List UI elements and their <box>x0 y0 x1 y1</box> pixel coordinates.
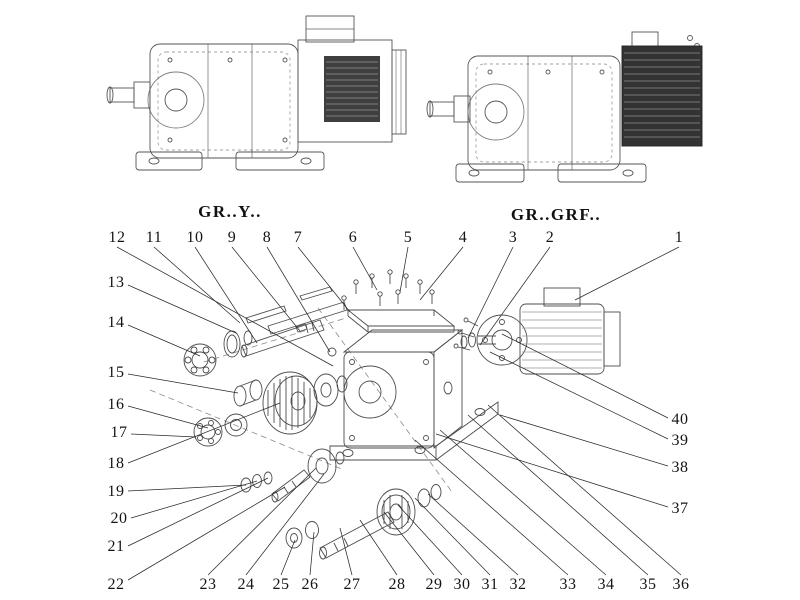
base-plate <box>329 401 499 461</box>
callout-40: 40 <box>671 411 689 428</box>
callout-31: 31 <box>481 576 499 593</box>
callout-16: 16 <box>107 396 125 413</box>
callout-25: 25 <box>272 576 290 593</box>
callout-13: 13 <box>107 274 125 291</box>
callout-9: 9 <box>227 229 237 246</box>
callout-22: 22 <box>107 576 125 593</box>
callout-18: 18 <box>107 455 125 472</box>
gear-housing <box>342 329 464 449</box>
large-gear <box>262 371 348 435</box>
callout-36: 36 <box>672 576 690 593</box>
assembled-view-gr-grf <box>426 31 703 183</box>
leader-lines <box>116 246 682 581</box>
lower-bearings <box>193 413 248 447</box>
intermediate-pinion-parts <box>240 448 345 503</box>
callout-24: 24 <box>237 576 255 593</box>
callout-3: 3 <box>508 229 518 246</box>
exploded-view-drawing <box>149 269 621 560</box>
callout-5: 5 <box>403 229 413 246</box>
output-shaft-parts <box>285 484 442 560</box>
cover-plate <box>346 309 456 333</box>
callout-32: 32 <box>509 576 527 593</box>
callout-19: 19 <box>107 483 125 500</box>
callout-7: 7 <box>293 229 303 246</box>
model-label-gr-y: GR..Y.. <box>198 202 262 221</box>
callout-26: 26 <box>301 576 319 593</box>
model-label-gr-grf: GR..GRF.. <box>510 205 602 224</box>
callout-12: 12 <box>108 229 126 246</box>
callout-8: 8 <box>262 229 272 246</box>
callout-30: 30 <box>453 576 471 593</box>
callout-27: 27 <box>343 576 361 593</box>
callout-34: 34 <box>597 576 615 593</box>
assembled-view-gr-y <box>106 15 407 171</box>
motor-assembly <box>453 287 621 375</box>
callout-14: 14 <box>107 314 125 331</box>
callout-17: 17 <box>110 424 128 441</box>
callout-21: 21 <box>107 538 125 555</box>
callout-11: 11 <box>145 229 163 246</box>
callout-37: 37 <box>671 500 689 517</box>
callout-2: 2 <box>545 229 555 246</box>
callout-10: 10 <box>186 229 204 246</box>
callout-23: 23 <box>199 576 217 593</box>
callout-20: 20 <box>110 510 128 527</box>
callout-1: 1 <box>674 229 684 246</box>
callout-29: 29 <box>425 576 443 593</box>
callout-6: 6 <box>348 229 358 246</box>
sleeve-part <box>233 379 263 407</box>
callout-33: 33 <box>559 576 577 593</box>
input-shaft-parts <box>240 286 348 358</box>
callout-15: 15 <box>107 364 125 381</box>
callout-39: 39 <box>671 432 689 449</box>
callout-4: 4 <box>458 229 468 246</box>
callout-38: 38 <box>671 459 689 476</box>
callout-35: 35 <box>639 576 657 593</box>
cover-bolts <box>341 269 435 310</box>
callout-28: 28 <box>388 576 406 593</box>
construction-lines <box>149 307 453 493</box>
